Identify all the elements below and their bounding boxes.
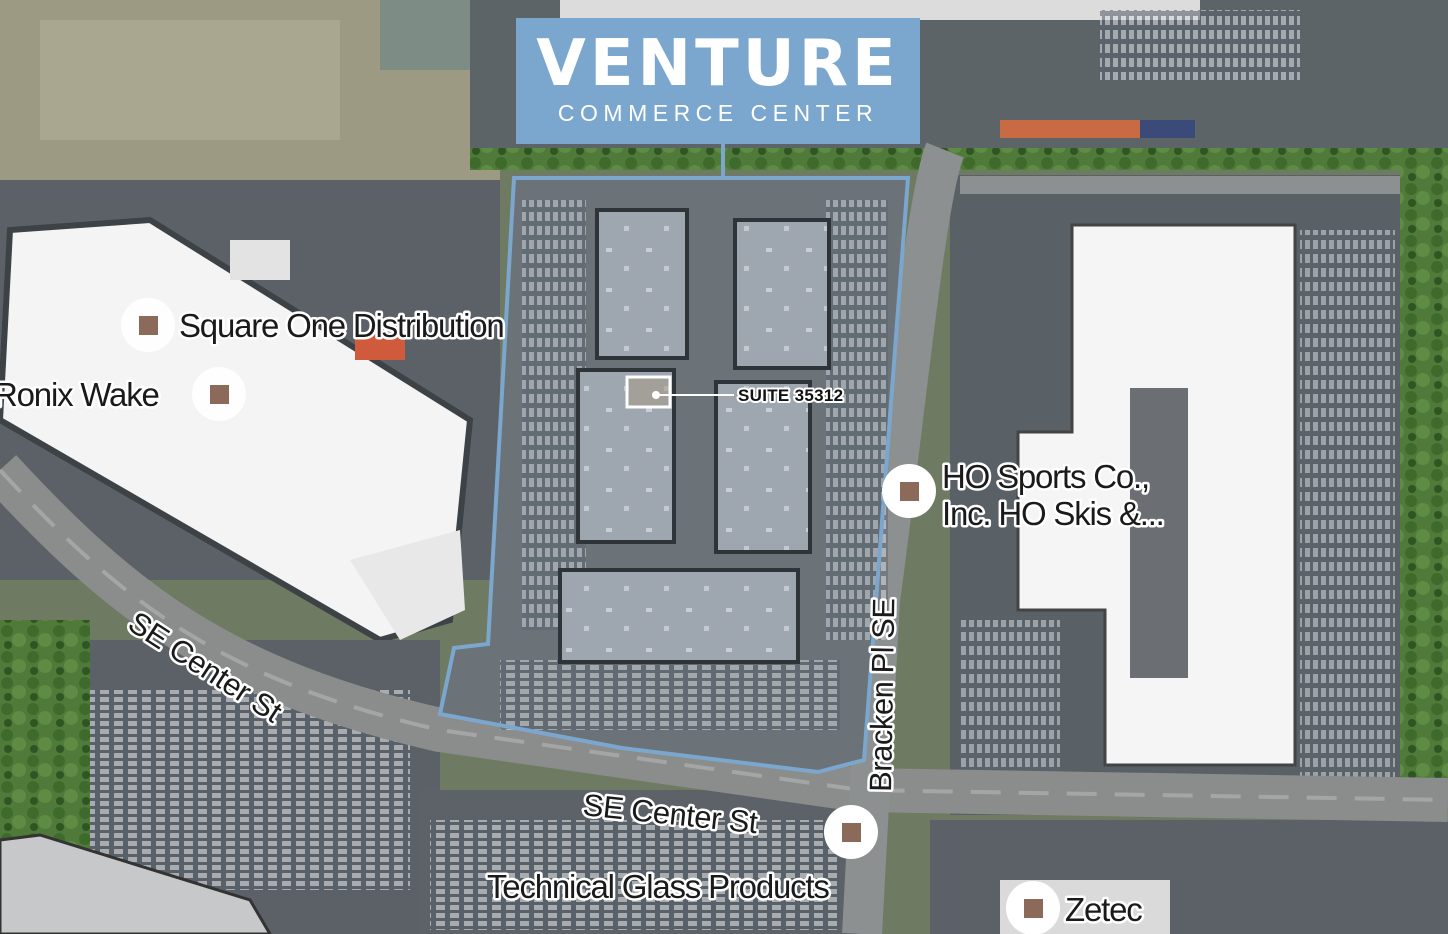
suite-highlight[interactable]: [625, 375, 672, 409]
west-warehouse-annex: [350, 530, 465, 640]
street-label-bracken-pl: Bracken Pl SE: [863, 598, 901, 792]
cargo-containers-2: [1140, 120, 1195, 138]
poi-ronix-wake[interactable]: Ronix Wake: [0, 367, 246, 421]
red-containers: [355, 335, 405, 360]
site-building-1: [595, 208, 689, 360]
business-pin-square: [1024, 899, 1043, 918]
poi-square-one[interactable]: Square One Distribution: [121, 298, 507, 352]
west-warehouse: [0, 216, 474, 644]
site-boundary[interactable]: [437, 176, 911, 775]
southwest-building: [0, 833, 272, 934]
poi-technical-glass[interactable]: Technical Glass Products: [485, 805, 878, 908]
site-building-5: [558, 568, 800, 664]
suite-dot: [652, 391, 660, 399]
east-parking-right: [1300, 230, 1395, 780]
poi-zetec[interactable]: Zetec: [1006, 881, 1146, 934]
west-trucks: [230, 240, 290, 280]
site-parking-south: [500, 660, 840, 730]
logo-subtitle: COMMERCE CENTER: [557, 100, 879, 126]
poi-ho-sports[interactable]: HO Sports Co., Inc. HO Skis &...: [882, 456, 1167, 535]
site-parking-west: [522, 200, 586, 630]
logo-title: VENTURE: [536, 27, 900, 101]
south-parking-center: [430, 820, 840, 930]
east-warehouse-roof-center: [1130, 388, 1188, 678]
site-building-4: [714, 380, 812, 554]
poi-label-line-2: Inc. HO Skis &...: [942, 495, 1164, 532]
suite-label: SUITE 35312: [738, 386, 843, 405]
poi-label-line-1: HO Sports Co.,: [942, 458, 1149, 495]
poi-label: Square One Distribution: [179, 307, 504, 344]
venture-logo-banner: VENTURE COMMERCE CENTER: [516, 18, 920, 144]
business-pin-square: [842, 823, 861, 842]
top-parking: [1100, 10, 1300, 80]
business-pin-square: [900, 482, 919, 501]
poi-label: Technical Glass Products: [487, 868, 829, 905]
business-pin-square: [139, 316, 158, 335]
site-building-2: [733, 218, 831, 370]
dirt-field-patch: [40, 20, 340, 140]
business-pin-square: [210, 385, 229, 404]
top-building: [560, 0, 1200, 20]
poi-label: Ronix Wake: [0, 376, 159, 413]
road-se-center-st-edge: [0, 468, 1448, 802]
poi-label: Zetec: [1065, 891, 1142, 928]
